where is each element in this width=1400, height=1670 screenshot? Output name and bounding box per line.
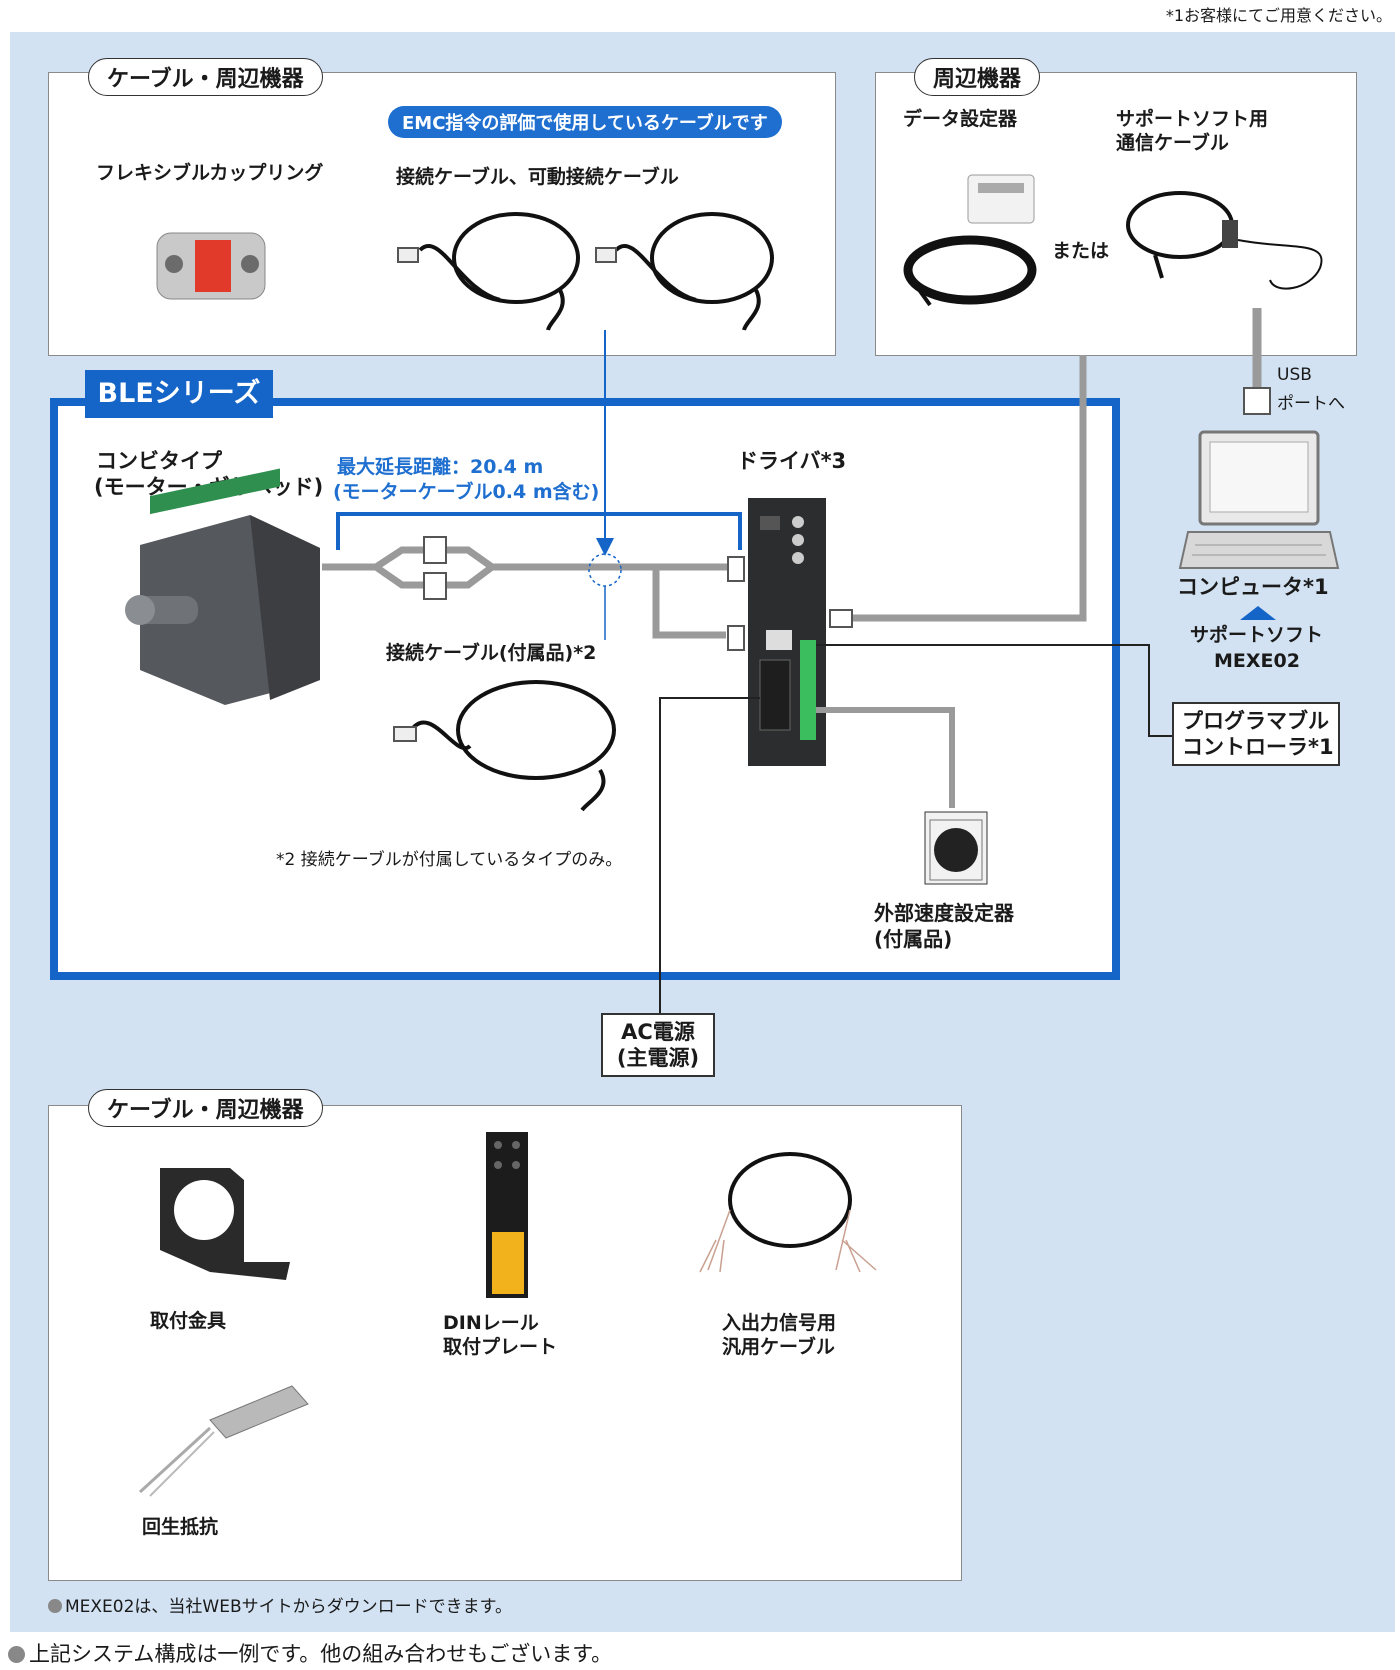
motor-cable-included: (モーターケーブル0.4 m含む) bbox=[333, 481, 600, 503]
peripherals-top-title: 周辺機器 bbox=[914, 58, 1041, 96]
ac-power-box: AC電源 (主電源) bbox=[601, 1013, 715, 1077]
supplied-connection-cable-icon bbox=[393, 680, 616, 812]
ac-power-line bbox=[659, 697, 760, 1013]
mounting-bracket-label: 取付金具 bbox=[150, 1310, 227, 1332]
mexe02-download-note: MEXE02は、当社WEBサイトからダウンロードできます。 bbox=[48, 1592, 512, 1617]
cable-connector-upper bbox=[423, 536, 447, 564]
footer-note: 上記システム構成は一例です。他の組み合わせもございます。 bbox=[8, 1638, 612, 1668]
flexible-connection-cable-icon bbox=[595, 212, 774, 331]
communication-cable-icon bbox=[1126, 191, 1323, 290]
speed-setter-accessory-label: (付属品) bbox=[874, 927, 953, 951]
din-rail-plate-icon bbox=[486, 1132, 528, 1298]
driver-port-data bbox=[829, 609, 853, 628]
cable-insertion-arrow bbox=[588, 330, 622, 640]
combi-type-label: コンビタイプ bbox=[96, 449, 222, 473]
cable-footnote: *2 接続ケーブルが付属しているタイプのみ。 bbox=[276, 850, 623, 870]
connection-cable-icon bbox=[397, 212, 580, 331]
driver-port-cn2 bbox=[727, 625, 745, 651]
driver-icon bbox=[748, 498, 826, 766]
support-software-label: サポートソフト bbox=[1190, 624, 1324, 646]
din-rail-label-2: 取付プレート bbox=[443, 1336, 558, 1358]
programmable-controller-box: プログラマブル コントローラ*1 bbox=[1172, 702, 1340, 766]
data-setter-icon bbox=[903, 174, 1037, 307]
regenerative-resistor-icon bbox=[138, 1385, 309, 1497]
ac-power-line-2: (主電源) bbox=[616, 1046, 700, 1070]
bullet-icon bbox=[8, 1646, 25, 1663]
speed-setter-line bbox=[816, 707, 955, 808]
laptop-icon bbox=[1178, 430, 1340, 569]
ble-series-tab: BLEシリーズ bbox=[85, 370, 273, 418]
flexible-coupling-icon bbox=[156, 232, 266, 300]
data-setter-label: データ設定器 bbox=[903, 108, 1018, 130]
driver-port-motor bbox=[727, 556, 745, 582]
geared-motor-icon bbox=[125, 468, 320, 705]
emc-badge: EMC指令の評価で使用しているケーブルです bbox=[388, 106, 782, 138]
regenerative-resistor-label: 回生抵抗 bbox=[142, 1516, 219, 1538]
supplied-cable-label: 接続ケーブル(付属品)*2 bbox=[386, 642, 597, 664]
mexe02-label: MEXE02 bbox=[1214, 650, 1300, 672]
connection-cables-label: 接続ケーブル、可動接続ケーブル bbox=[396, 166, 679, 188]
support-cable-label-2: 通信ケーブル bbox=[1116, 132, 1229, 154]
io-signal-cable-icon bbox=[699, 1152, 877, 1273]
bullet-icon bbox=[48, 1599, 62, 1613]
max-extension-distance: 最大延長距離：20.4 m bbox=[337, 456, 544, 478]
peripherals-top-box bbox=[875, 72, 1357, 356]
customer-supply-note: *1お客様にてご用意ください。 bbox=[1165, 6, 1392, 25]
mounting-bracket-icon bbox=[160, 1168, 290, 1280]
support-cable-label-1: サポートソフト用 bbox=[1116, 108, 1269, 130]
up-arrow-icon bbox=[1240, 606, 1276, 620]
usb-label: USB bbox=[1277, 365, 1312, 385]
cables-peripherals-top-title: ケーブル・周辺機器 bbox=[88, 58, 323, 96]
data-setter-connection-line bbox=[852, 355, 1087, 622]
flexible-coupling-label: フレキシブルカップリング bbox=[96, 162, 324, 184]
external-speed-setter-label: 外部速度設定器 bbox=[874, 901, 1014, 925]
encoder-cable-line bbox=[652, 567, 726, 639]
computer-label: コンピュータ*1 bbox=[1177, 575, 1329, 599]
plc-signal-line bbox=[816, 644, 1172, 737]
plc-line-1: プログラマブル bbox=[1182, 709, 1329, 733]
din-rail-label-1: DINレール bbox=[443, 1312, 539, 1334]
io-cable-label-2: 汎用ケーブル bbox=[722, 1336, 835, 1358]
plc-line-2: コントローラ*1 bbox=[1182, 735, 1334, 759]
motor-cable-line bbox=[322, 546, 736, 589]
usb-connection-line bbox=[1243, 308, 1271, 415]
io-cable-label-1: 入出力信号用 bbox=[722, 1312, 837, 1334]
speed-setter-knob-icon bbox=[924, 811, 988, 885]
cable-connector-lower bbox=[423, 572, 447, 600]
driver-label: ドライバ*3 bbox=[737, 449, 847, 473]
or-label: または bbox=[1052, 240, 1110, 262]
ac-power-line-1: AC電源 bbox=[621, 1020, 695, 1044]
usb-port-label: ポートへ bbox=[1277, 394, 1345, 414]
max-distance-bracket bbox=[336, 512, 742, 550]
cables-peripherals-bottom-title: ケーブル・周辺機器 bbox=[88, 1089, 323, 1127]
